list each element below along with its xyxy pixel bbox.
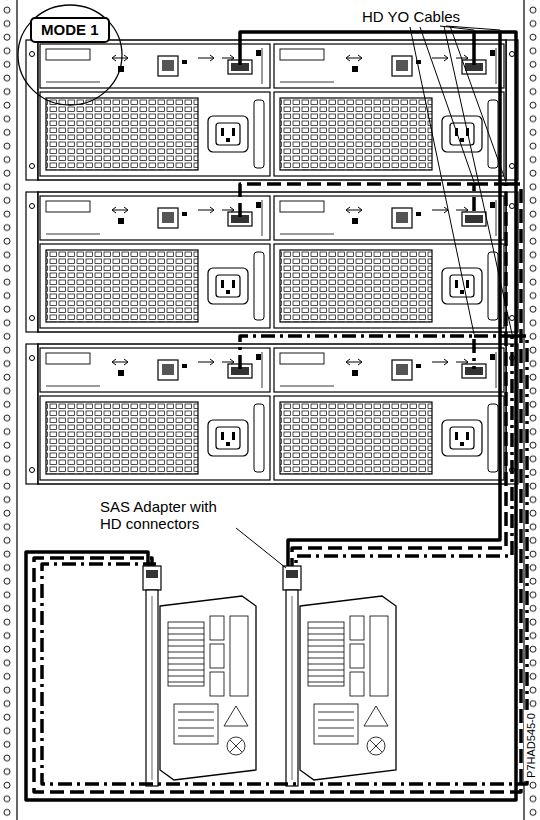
- mode-label: MODE 1: [41, 21, 99, 39]
- figure-id: P7HAD545-0: [524, 710, 539, 781]
- mode-callout-box: MODE 1: [30, 17, 110, 43]
- callout-label: HD YO Cables: [362, 8, 460, 25]
- callout-label: SAS Adapter with HD connectors: [100, 498, 235, 532]
